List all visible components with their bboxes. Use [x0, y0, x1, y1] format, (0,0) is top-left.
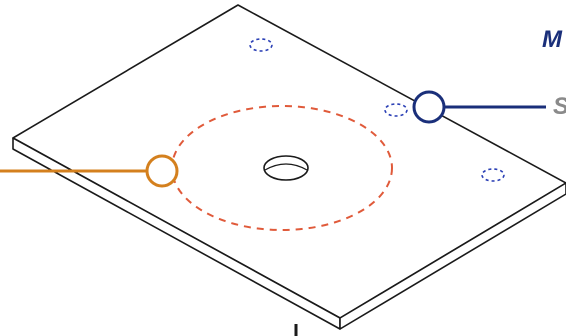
pad-icon [481, 168, 505, 182]
label-right: S [553, 95, 566, 119]
callout-left-marker [145, 154, 179, 188]
hole-icon [263, 155, 309, 181]
pad-icon [249, 38, 273, 52]
callout-right-marker [412, 90, 446, 124]
pad-icon [384, 103, 408, 117]
plate-edge-right [339, 182, 566, 330]
label-top: M [542, 26, 562, 53]
